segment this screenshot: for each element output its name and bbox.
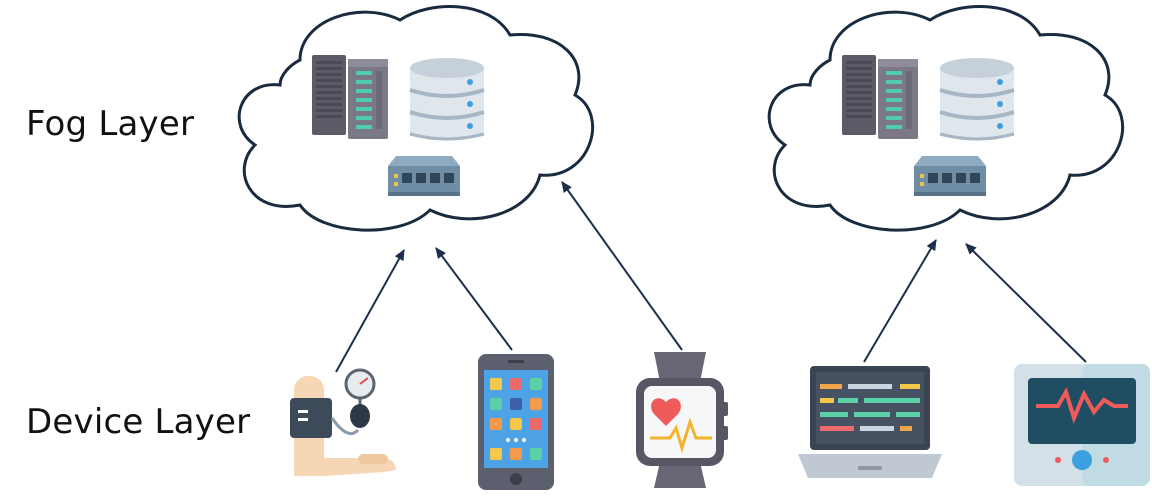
arrow-phone-to-fog-left — [435, 247, 513, 351]
arrow-ecg-to-fog-right — [965, 243, 1087, 363]
arrow-laptop-to-fog-right — [863, 239, 937, 363]
fog-layer-label: Fog Layer — [26, 104, 195, 144]
fog-node-left — [237, 5, 594, 232]
network-switch-icon — [914, 156, 986, 196]
database-icon — [408, 56, 486, 141]
fog-node-right — [767, 5, 1124, 232]
ecg-monitor-icon — [1014, 364, 1150, 486]
arrow-watch-to-fog-left — [561, 181, 683, 351]
database-icon — [938, 56, 1016, 141]
device-layer-label: Device Layer — [26, 402, 251, 442]
network-switch-icon — [388, 156, 460, 196]
blood-pressure-monitor-icon — [290, 368, 396, 476]
laptop-icon — [798, 366, 942, 478]
server-rack-icon — [312, 55, 388, 139]
arrow-bp-to-fog-left — [335, 249, 405, 373]
smartwatch-icon — [636, 352, 728, 488]
server-rack-icon — [842, 55, 918, 139]
smartphone-icon — [478, 354, 554, 490]
